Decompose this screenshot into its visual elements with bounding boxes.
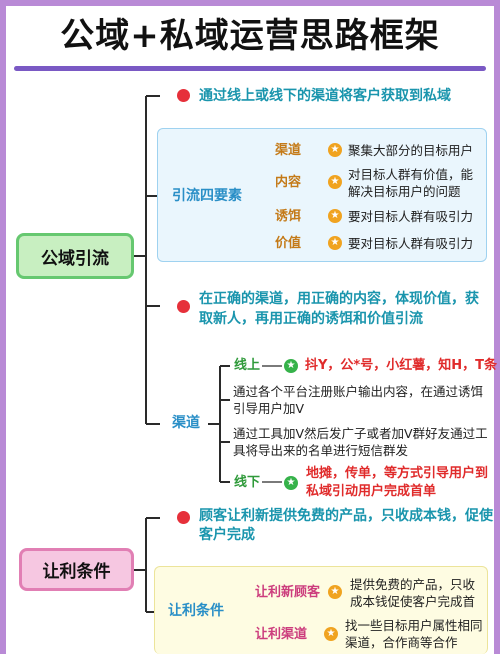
offline-desc-line-2: 私域引动用户完成首单	[306, 484, 437, 499]
element-desc-value: 要对目标人群有吸引力	[348, 236, 474, 251]
star-badge-icon: ★	[284, 476, 298, 490]
element-desc-channel: 聚集大部分的目标用户	[348, 143, 474, 158]
benefit-key-new-customer: 让利新顾客	[255, 585, 321, 600]
benefit-desc-channel-1: 找一些目标用户属性相同	[345, 618, 483, 633]
node-benefit-conditions: 让利条件	[19, 548, 134, 591]
element-desc-content-2: 解决目标用户的问题	[348, 184, 461, 199]
title-underline	[14, 66, 486, 71]
page-title: 公域+私域运营思路框架	[60, 16, 440, 56]
red-dot-icon	[177, 89, 190, 102]
star-badge-icon: ★	[328, 209, 342, 223]
online-desc: 抖Y，公*号，小红薯，知H，T条	[305, 358, 497, 373]
star-badge-icon: ★	[328, 143, 342, 157]
star-badge-icon: ★	[284, 359, 298, 373]
offline-label: 线下	[234, 475, 261, 490]
elements-panel	[157, 128, 487, 262]
benefit-desc-new-customer-2: 成本钱促使客户完成首	[350, 594, 476, 609]
benefit-point-1-line-1: 顾客让利新提供免费的产品，只收成本钱，促使	[199, 508, 493, 524]
red-dot-icon	[177, 511, 190, 524]
element-desc-content-1: 对目标人群有价值，能	[348, 167, 474, 182]
public-point-1: 通过线上或线下的渠道将客户获取到私域	[199, 88, 451, 104]
node-public-traffic: 公域引流	[16, 233, 134, 279]
benefit-desc-new-customer-1: 提供免费的产品，只收	[350, 577, 476, 592]
channel-desc-1-line-2: 引导用户加V	[233, 401, 305, 416]
red-dot-icon	[177, 300, 190, 313]
public-point-2-line-1: 在正确的渠道，用正确的内容，体现价值，获	[199, 291, 479, 307]
element-key-channel: 渠道	[275, 143, 302, 158]
benefit-key-channel: 让利渠道	[255, 627, 308, 642]
benefit-sub-label: 让利条件	[168, 603, 224, 619]
online-label: 线上	[234, 358, 261, 373]
offline-desc-line-1: 地摊，传单，等方式引导用户到	[306, 466, 489, 481]
benefit-desc-channel-2: 渠道，合作商等合作	[345, 635, 458, 650]
benefit-panel	[154, 566, 488, 654]
star-badge-icon: ★	[328, 236, 342, 250]
star-badge-icon: ★	[324, 627, 338, 641]
channel-desc-2-line-1: 通过工具加V然后发广子或者加V群好友通过工	[233, 426, 488, 441]
element-key-bait: 诱饵	[275, 209, 302, 224]
element-key-value: 价值	[275, 236, 302, 251]
public-point-2-line-2: 取新人，再用正确的诱饵和价值引流	[199, 311, 423, 327]
benefit-point-1-line-2: 客户完成	[199, 527, 255, 543]
channel-desc-2-line-2: 具将导出来的名单进行短信群发	[233, 443, 409, 458]
star-badge-icon: ★	[328, 585, 342, 599]
element-desc-bait: 要对目标人群有吸引力	[348, 209, 474, 224]
channel-desc-1-line-1: 通过各个平台注册账户输出内容，在通过诱饵	[233, 384, 484, 399]
channel-label: 渠道	[172, 415, 200, 431]
element-key-content: 内容	[275, 175, 302, 190]
elements-label: 引流四要素	[172, 188, 242, 204]
star-badge-icon: ★	[328, 175, 342, 189]
